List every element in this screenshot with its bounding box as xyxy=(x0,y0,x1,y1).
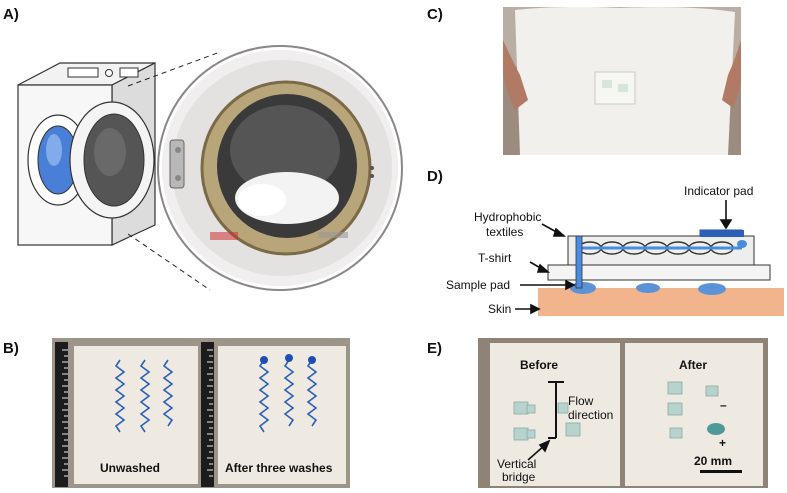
panel-label-e: E) xyxy=(427,340,442,357)
before-label: Before xyxy=(520,358,559,372)
panel-label-c: C) xyxy=(427,6,443,23)
hydrophobic-label-1: Hydrophobic xyxy=(474,210,542,224)
after-three-washes-caption: After three washes xyxy=(225,461,333,475)
vertical-bridge-label-2: bridge xyxy=(502,470,536,484)
tshirt-label: T-shirt xyxy=(478,251,512,265)
scale-bar-label: 20 mm xyxy=(694,454,733,468)
panel-label-d: D) xyxy=(427,168,443,185)
sample-pad-label: Sample pad xyxy=(446,278,511,292)
skin-label: Skin xyxy=(488,302,512,316)
indicator-pad-label: Indicator pad xyxy=(684,184,754,198)
hydrophobic-label-2: textiles xyxy=(486,225,524,239)
panel-label-b: B) xyxy=(3,340,19,357)
after-label: After xyxy=(679,358,708,372)
panel-label-a: A) xyxy=(3,6,19,23)
flow-label-2: direction xyxy=(568,408,614,422)
flow-label-1: Flow xyxy=(568,394,594,408)
minus-sign: – xyxy=(720,398,727,412)
vertical-bridge-label-1: Vertical xyxy=(497,457,537,471)
unwashed-caption: Unwashed xyxy=(100,461,161,475)
plus-sign: + xyxy=(719,436,727,450)
